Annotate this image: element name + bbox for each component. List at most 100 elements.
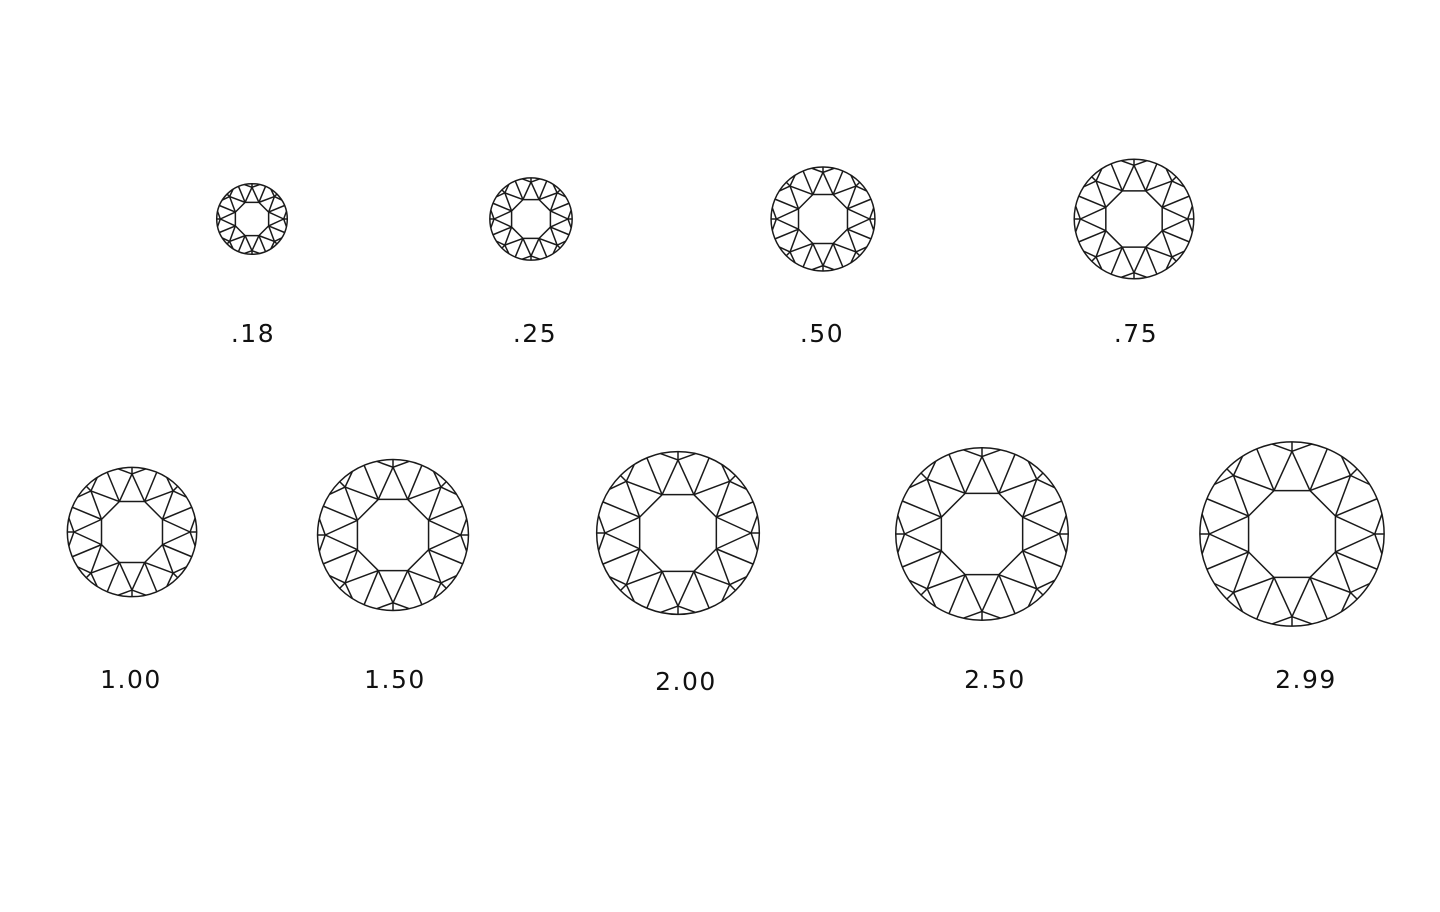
- kite-facet-edge: [948, 574, 966, 614]
- girdle-facet-edge: [963, 610, 983, 619]
- kite-facet-edge: [948, 454, 966, 494]
- kite-facet-edge: [71, 543, 102, 558]
- girdle-facet-edge: [1036, 579, 1056, 590]
- upper-girdle-edge: [1036, 472, 1044, 480]
- carat-label: .25: [512, 319, 558, 348]
- star-facet-edge: [90, 490, 120, 503]
- star-facet-edge: [1133, 246, 1147, 273]
- kite-facet-edge: [363, 570, 379, 606]
- kite-facet-edge: [1335, 498, 1378, 517]
- star-facet-edge: [538, 192, 558, 201]
- girdle-facet-edge: [981, 610, 1001, 619]
- round-brilliant-diamond-icon: [895, 447, 1069, 621]
- star-facet-edge: [244, 187, 253, 203]
- star-facet-edge: [377, 570, 394, 604]
- kite-facet-edge: [322, 549, 358, 565]
- girdle-facet-edge: [251, 249, 260, 255]
- star-facet-edge: [1208, 533, 1249, 553]
- round-brilliant-diamond-icon: [316, 458, 470, 612]
- carat-label: 2.50: [964, 665, 1026, 694]
- girdle-facet-edge: [908, 478, 928, 489]
- girdle-facet-edge: [376, 602, 394, 610]
- girdle-facet-edge: [282, 211, 288, 220]
- star-facet-edge: [1334, 551, 1352, 593]
- star-facet-edge: [118, 473, 133, 502]
- star-facet-edge: [90, 561, 120, 574]
- girdle-facet-edge: [811, 264, 824, 271]
- star-facet-edge: [493, 218, 512, 228]
- kite-facet-edge: [1206, 498, 1249, 517]
- girdle-facet-edge: [1350, 474, 1371, 486]
- upper-girdle-edge: [785, 181, 791, 187]
- girdle-facet-edge: [490, 209, 495, 220]
- star-facet-edge: [251, 187, 260, 203]
- star-facet-edge: [964, 574, 983, 612]
- star-facet-edge: [161, 544, 174, 574]
- kite-facet-edge: [1161, 229, 1190, 243]
- kite-facet-edge: [693, 571, 710, 609]
- star-facet-edge: [832, 185, 857, 196]
- star-facet-edge: [693, 480, 730, 496]
- girdle-facet-edge: [1095, 168, 1103, 182]
- girdle-facet-edge: [1186, 218, 1194, 233]
- table-facet: [356, 498, 430, 572]
- kite-facet-edge: [1309, 577, 1328, 620]
- star-facet-edge: [1080, 218, 1107, 232]
- girdle-facet-edge: [1340, 592, 1352, 613]
- girdle-facet-edge: [897, 533, 906, 553]
- girdle-facet-edge: [609, 480, 627, 490]
- kite-facet-edge: [1161, 195, 1190, 209]
- girdle-facet-edge: [660, 605, 679, 614]
- star-facet-edge: [626, 480, 663, 496]
- girdle-facet-edge: [432, 471, 442, 488]
- star-facet-edge: [716, 516, 752, 534]
- carat-label: 1.00: [100, 665, 162, 694]
- kite-facet-edge: [847, 198, 872, 210]
- kite-facet-edge: [550, 202, 570, 212]
- kite-facet-edge: [1206, 551, 1249, 570]
- star-facet-edge: [1335, 515, 1376, 535]
- girdle-facet-edge: [850, 251, 857, 264]
- girdle-facet-edge: [318, 518, 326, 536]
- star-facet-edge: [428, 534, 462, 551]
- upper-girdle-edge: [85, 485, 92, 492]
- girdle-facet-edge: [490, 218, 495, 229]
- upper-girdle-edge: [1349, 591, 1358, 600]
- upper-girdle-edge: [619, 584, 627, 592]
- star-facet-edge: [789, 185, 814, 196]
- girdle-facet-edge: [1120, 271, 1135, 279]
- upper-girdle-edge: [501, 189, 506, 194]
- kite-facet-edge: [363, 464, 379, 500]
- girdle-facet-edge: [166, 477, 174, 492]
- star-facet-edge: [1232, 551, 1250, 593]
- star-facet-edge: [625, 481, 641, 518]
- upper-girdle-edge: [1036, 588, 1044, 596]
- star-facet-edge: [832, 242, 857, 253]
- kite-facet-edge: [162, 506, 193, 521]
- girdle-facet-edge: [609, 576, 627, 586]
- star-facet-edge: [258, 195, 275, 204]
- kite-facet-edge: [268, 225, 285, 234]
- girdle-facet-edge: [597, 532, 606, 551]
- girdle-facet-edge: [552, 183, 558, 194]
- girdle-facet-edge: [521, 255, 532, 260]
- kite-facet-edge: [1256, 448, 1275, 491]
- star-facet-edge: [504, 226, 513, 246]
- star-facet-edge: [118, 562, 133, 591]
- girdle-facet-edge: [1095, 256, 1103, 270]
- girdle-facet-edge: [495, 240, 506, 246]
- girdle-facet-edge: [750, 532, 759, 551]
- kite-facet-edge: [1309, 448, 1328, 491]
- girdle-facet-edge: [221, 237, 230, 243]
- upper-girdle-edge: [920, 472, 928, 480]
- kite-facet-edge: [902, 550, 942, 568]
- girdle-facet-edge: [460, 518, 468, 536]
- star-facet-edge: [392, 570, 409, 604]
- girdle-facet-edge: [318, 534, 326, 552]
- table-facet: [1105, 190, 1163, 248]
- star-facet-edge: [1021, 478, 1038, 518]
- star-facet-edge: [1208, 515, 1249, 535]
- girdle-facet-edge: [1374, 513, 1383, 535]
- girdle-facet-edge: [1201, 513, 1210, 535]
- star-facet-edge: [550, 210, 569, 220]
